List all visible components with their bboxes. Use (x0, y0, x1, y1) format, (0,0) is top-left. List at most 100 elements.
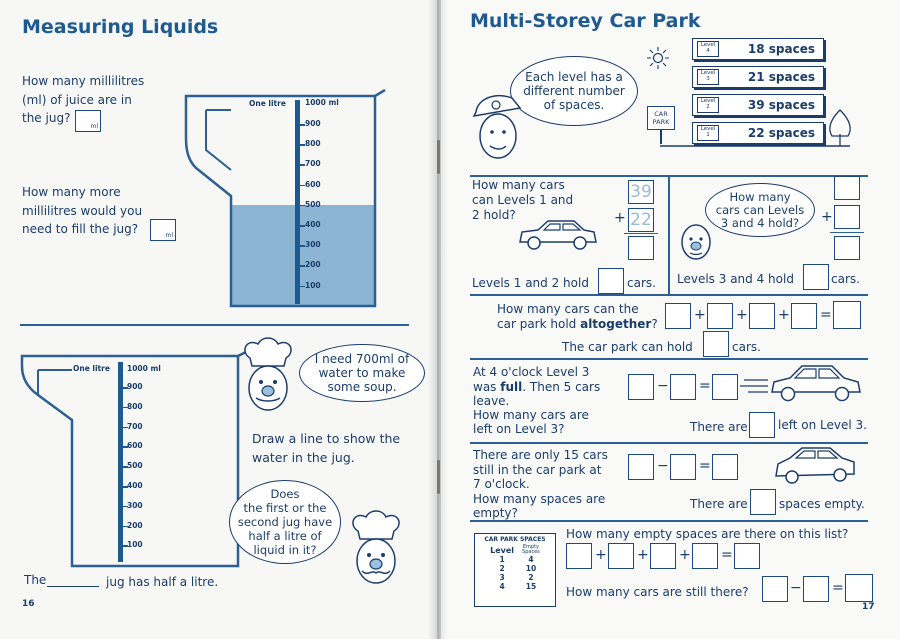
jug-scale-label: 800 (127, 401, 143, 411)
chef-cartoon-1 (244, 337, 292, 411)
question-levels-1-2: How many cars can Levels 1 and 2 hold? (472, 178, 574, 222)
divider (470, 520, 868, 522)
plus-sign: + (614, 210, 626, 226)
answer-box-l3-result[interactable] (712, 374, 738, 400)
answer-box-total[interactable] (703, 331, 729, 357)
there-are-label: There are (690, 420, 748, 434)
answer-box-e-sum[interactable] (734, 543, 760, 569)
level-spaces: 22 spaces (747, 126, 815, 140)
answer-box-7-a[interactable] (628, 454, 654, 480)
table-cell: 2 (499, 564, 505, 573)
question-juice-amount: How many millilitres (ml) of juice are i… (22, 74, 145, 125)
jug-scale-tick (123, 525, 128, 528)
answer-box-e1[interactable] (566, 543, 592, 569)
jug-scale-tick (123, 406, 128, 409)
answer-box-spaces-empty[interactable] (750, 489, 776, 515)
answer-box-7-result[interactable] (712, 454, 738, 480)
speech-bubble-levels-3-4: How many cars can Levels 3 and 4 hold? (705, 183, 815, 237)
answer-box-total-3[interactable] (749, 303, 775, 329)
question-more-ml: How many more millilitres would you need… (22, 185, 143, 236)
jug-scale-tick (300, 164, 305, 166)
answer-box-sum-12[interactable] (628, 236, 654, 260)
answer-box-s1[interactable] (762, 576, 788, 602)
table-cell: 2 (528, 573, 534, 582)
jug-scale-label: 300 (305, 240, 321, 250)
jug-scale-tick (123, 466, 128, 468)
divider (470, 358, 868, 360)
page-title-left: Measuring Liquids (22, 16, 219, 38)
answer-box-l3-b[interactable] (670, 374, 696, 400)
answer-box-level-4[interactable] (834, 176, 860, 200)
answer-box-l3-left[interactable] (749, 412, 775, 438)
chef-cartoon-2 (352, 510, 400, 584)
answer-box-levels-1-2[interactable] (598, 268, 624, 294)
jug-scale-tick (123, 446, 128, 448)
table-cell: 1 (499, 555, 505, 564)
table-title: CAR PARK SPACES (484, 536, 546, 543)
jug-scale-tick (300, 285, 305, 288)
plus-sign: + (821, 209, 833, 225)
jug-scale-tick (123, 426, 128, 429)
jug-scale-top: 1000 ml (305, 98, 339, 107)
jug-scale-label: 700 (305, 159, 321, 169)
speech-bubble-soup: I need 700ml of water to make some soup. (299, 344, 425, 402)
car-leaving-icon (740, 365, 861, 402)
question-level3-line2: was full. Then 5 cars (473, 380, 601, 394)
answer-box-juice[interactable]: ml (75, 110, 101, 132)
level-spaces: 18 spaces (747, 42, 815, 56)
answer-box-e2[interactable] (608, 543, 634, 569)
level-tag: Level 3 (697, 69, 719, 85)
answer-box-level-3[interactable] (834, 205, 860, 229)
level-spaces: 39 spaces (747, 98, 815, 112)
instruction-draw-line: Draw a line to show the water in the jug… (252, 431, 401, 465)
table-cell: 10 (525, 564, 537, 573)
question-total-line1: How many cars can the (497, 302, 639, 316)
answer-box-levels-3-4[interactable] (803, 264, 829, 290)
question-total-line2: car park hold altogether? (497, 317, 658, 331)
answer-box-s-result[interactable] (845, 574, 873, 602)
jug-scale-tick (300, 204, 305, 207)
table-header-empty: Empty Spaces (522, 544, 540, 555)
jug-scale-tick (123, 387, 128, 389)
cars-label: cars. (732, 340, 761, 354)
spaces-empty-label: spaces empty. (779, 497, 865, 511)
table-header-level: Level (490, 545, 515, 555)
answer-box-s2[interactable] (803, 576, 829, 602)
car-park-attendant (472, 94, 522, 159)
answer-box-sum-34[interactable] (834, 236, 860, 260)
question-cars-still: How many cars are still there? (566, 585, 749, 599)
answer-box-total-2[interactable] (707, 303, 733, 329)
page-number-right: 17 (862, 602, 875, 612)
answer-box-more[interactable]: ml (150, 219, 176, 241)
question-level3-line1: At 4 o'clock Level 3 (473, 365, 590, 379)
answer-box-total-1[interactable] (665, 303, 691, 329)
levels-3-4-hold-label: Levels 3 and 4 hold (677, 272, 794, 286)
jug-scale-tick (123, 505, 128, 508)
table-cell: 3 (499, 573, 505, 582)
answer-box-7-b[interactable] (670, 454, 696, 480)
answer-suffix: jug has half a litre. (106, 575, 219, 589)
there-are-label: There are (690, 497, 748, 511)
given-value-level-1: 22 (628, 208, 654, 232)
answer-box-l3-a[interactable] (628, 374, 654, 400)
answer-blank-jug[interactable] (47, 586, 99, 587)
jug-scale-label: 400 (305, 220, 321, 229)
ground-line (660, 145, 850, 147)
total-hold-label: The car park can hold (562, 340, 693, 354)
cars-label: cars. (627, 276, 656, 290)
staple (437, 460, 440, 494)
sign-post (660, 130, 662, 144)
levels-1-2-hold-label: Levels 1 and 2 hold (472, 276, 589, 290)
divider (470, 294, 868, 296)
answer-box-e3[interactable] (650, 543, 676, 569)
answer-box-total-sum[interactable] (833, 301, 861, 329)
table-cell: 15 (525, 582, 537, 591)
answer-box-total-4[interactable] (791, 303, 817, 329)
sun-icon (647, 47, 669, 69)
page-title-right: Multi-Storey Car Park (470, 10, 701, 32)
answer-box-e4[interactable] (692, 543, 718, 569)
speech-bubble-levels: Each level has a different number of spa… (510, 56, 638, 126)
